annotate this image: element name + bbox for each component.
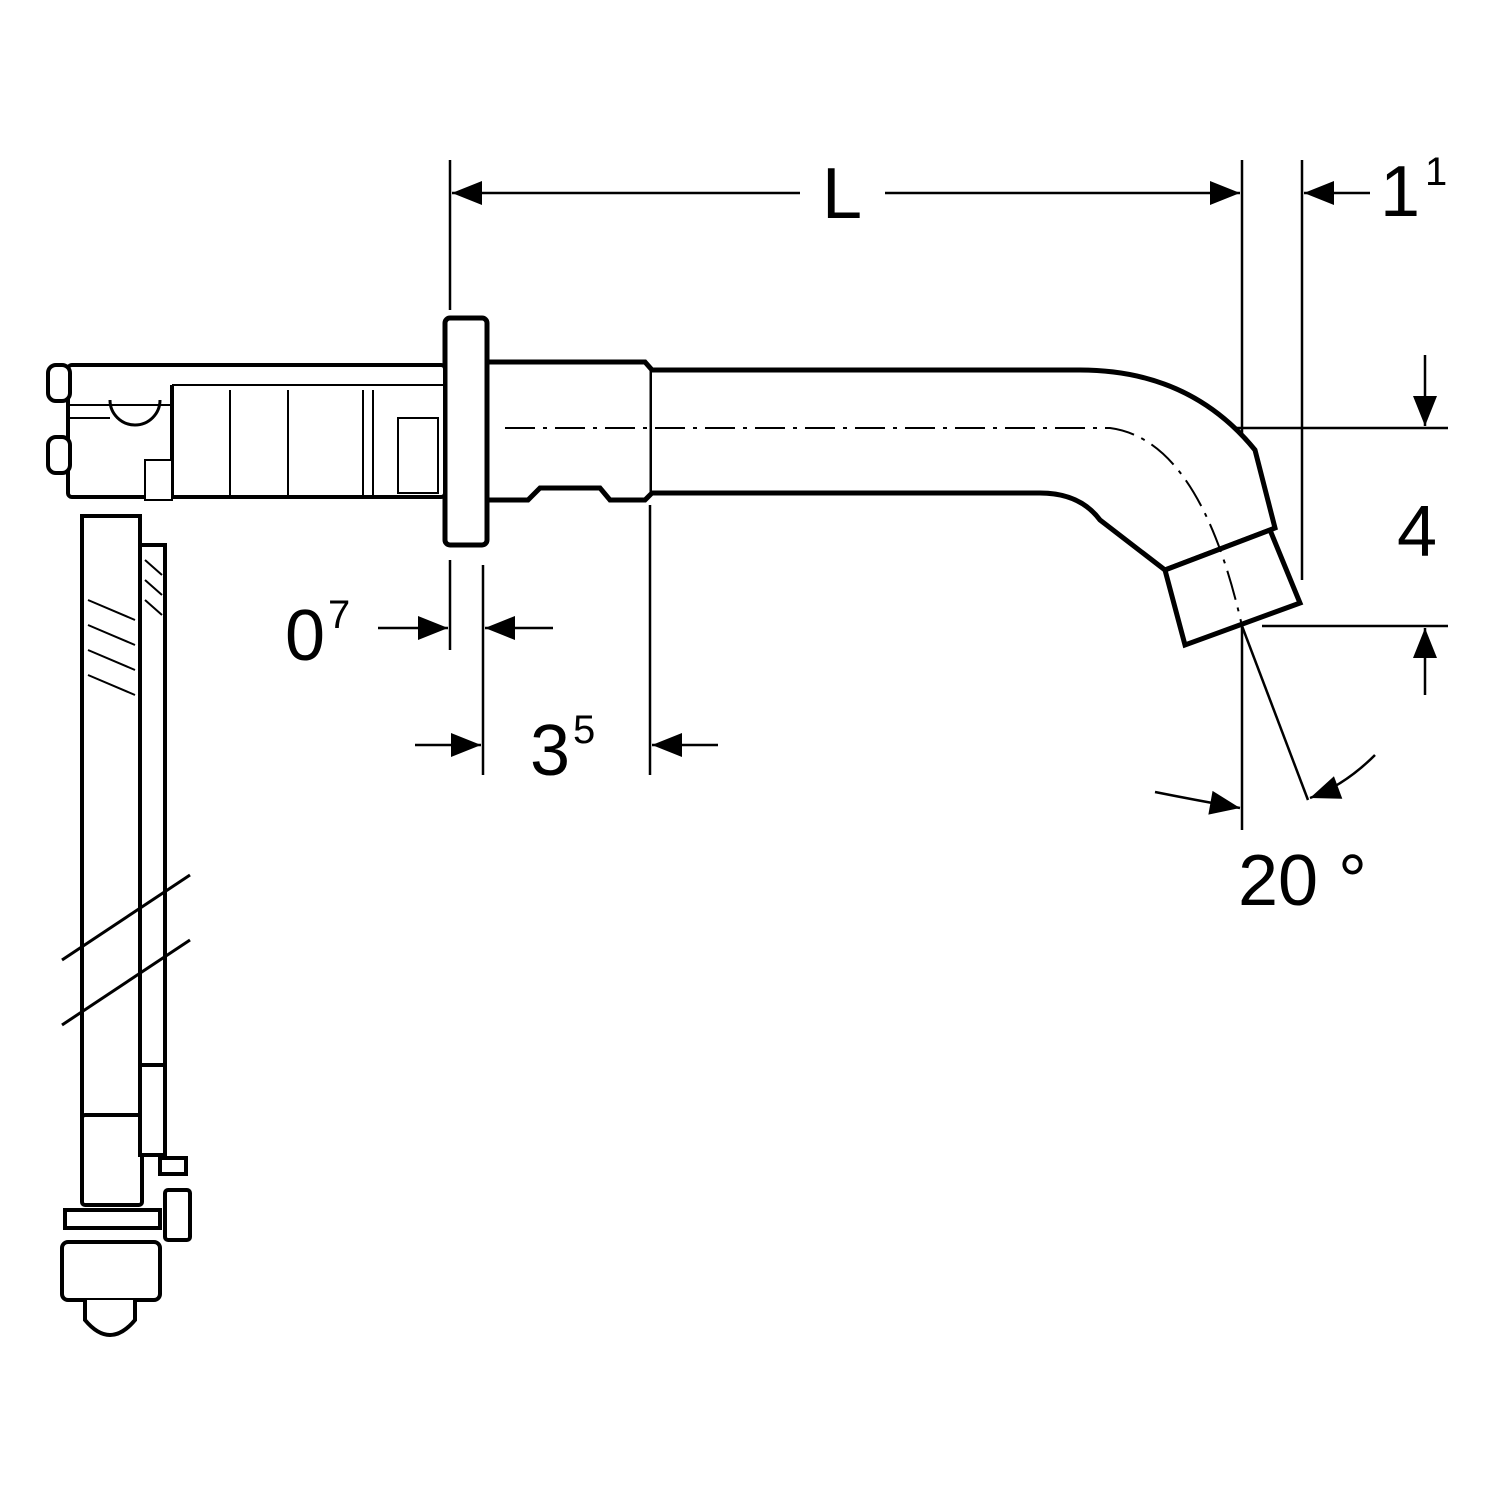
braid-pattern xyxy=(87,599,136,696)
dimension-labels: L 1 1 4 0 7 3 5 20 ° xyxy=(285,150,1447,921)
spout xyxy=(442,315,1304,649)
dimension-arrows xyxy=(378,181,1437,815)
concealed-body xyxy=(46,363,447,501)
label-sleeve-length: 3 xyxy=(530,711,570,791)
supply-hoses xyxy=(60,514,192,1337)
label-flange-thickness: 0 xyxy=(285,596,325,676)
label-sleeve-length-sup: 5 xyxy=(573,708,595,752)
label-outlet-angle: 20 ° xyxy=(1238,841,1367,921)
wall-flange xyxy=(442,315,490,548)
label-outlet-height: 4 xyxy=(1397,492,1437,572)
label-flange-thickness-sup: 7 xyxy=(328,593,350,637)
label-tip-offset: 1 xyxy=(1380,152,1420,232)
label-tip-offset-sup: 1 xyxy=(1425,150,1447,194)
label-length: L xyxy=(822,154,862,234)
sleeve xyxy=(484,359,655,503)
spout-tube xyxy=(652,367,1278,573)
centerline xyxy=(505,427,1243,627)
